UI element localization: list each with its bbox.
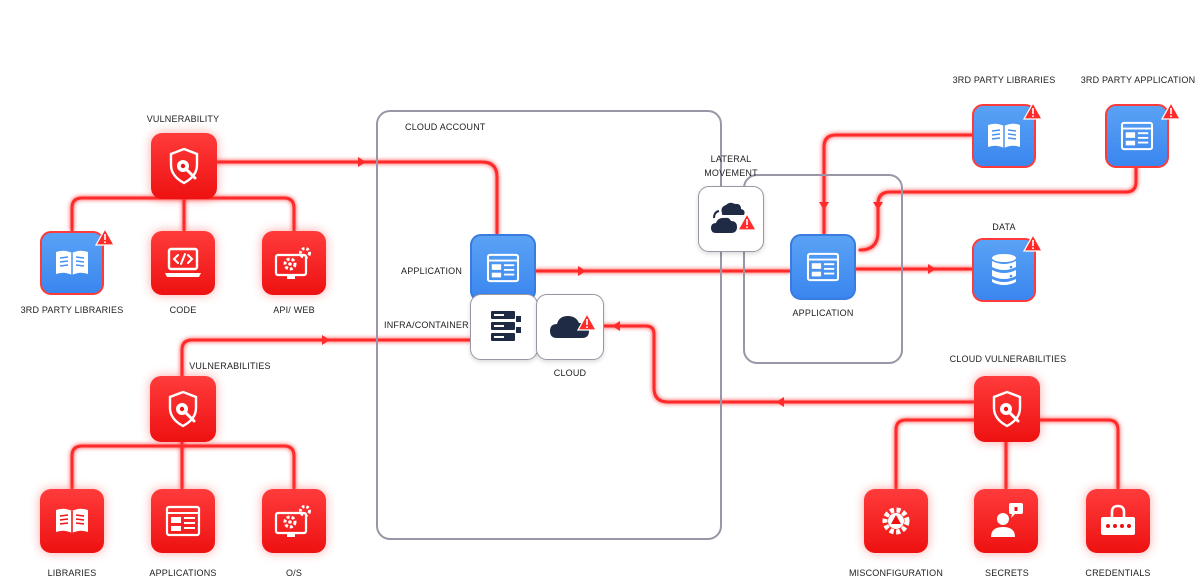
third-party-application-label: 3RD PARTY APPLICATION (1080, 75, 1196, 85)
shield-bug-icon (992, 390, 1022, 428)
edge-3plibs-to-app (822, 133, 974, 236)
edge-3papp-to-app (858, 166, 1138, 252)
cloud-vulnerabilities-label: CLOUD VULNERABILITIES (949, 354, 1067, 364)
application-right-label: APPLICATION (792, 308, 854, 318)
database-icon (992, 254, 1016, 285)
book-icon (988, 123, 1020, 148)
arrowhead (578, 266, 586, 276)
edge-vulns2-to-os (180, 444, 296, 490)
cloud-vulnerabilities-node[interactable] (974, 376, 1040, 442)
edge-vulns2-to-libraries (70, 438, 184, 490)
cloud-account-label: CLOUD ACCOUNT (405, 122, 486, 132)
arrowhead (358, 157, 366, 167)
app-window-icon (165, 505, 201, 537)
libraries-label: LIBRARIES (47, 568, 97, 578)
edge-cvuln-to-misconfig (894, 418, 1008, 490)
third-party-libraries-label-left: 3RD PARTY LIBRARIES (20, 305, 124, 315)
data-node[interactable] (972, 238, 1036, 302)
shield-bug-icon (169, 147, 199, 185)
vulnerabilities-label: VULNERABILITIES (189, 361, 271, 371)
gear-monitor-icon (274, 505, 311, 537)
vulnerability-label: VULNERABILITY (146, 114, 220, 124)
book-icon (56, 250, 88, 275)
third-party-libraries-node-left[interactable] (40, 231, 104, 295)
lateral-label-line1: LATERAL (710, 154, 752, 164)
credentials-node[interactable] (1086, 489, 1150, 553)
edge-vuln-to-application (214, 160, 499, 236)
gear-warning-icon (882, 507, 910, 535)
app-window-icon (1120, 121, 1154, 151)
arrowhead (322, 335, 330, 345)
lateral-boundary (743, 174, 903, 364)
edge-cvuln-to-credentials (1004, 418, 1120, 490)
application-left-label: APPLICATION (401, 266, 463, 276)
warning-icon (1023, 102, 1043, 120)
lock-password-icon (1101, 504, 1135, 535)
warning-icon (577, 313, 597, 331)
credentials-label: CREDENTIALS (1085, 568, 1151, 578)
api-web-node[interactable] (262, 231, 326, 295)
applications-label: APPLICATIONS (149, 568, 217, 578)
os-label: O/S (285, 568, 303, 578)
misconfiguration-node[interactable] (864, 489, 928, 553)
arrowhead (873, 202, 883, 210)
vulnerability-node[interactable] (151, 133, 217, 199)
infra-container-label: INFRA/CONTAINER (384, 320, 469, 330)
book-icon (56, 508, 88, 533)
multi-cloud-icon (711, 202, 745, 233)
third-party-libraries-label-right: 3RD PARTY LIBRARIES (952, 75, 1056, 85)
arrowhead (776, 397, 784, 407)
arrowhead (819, 202, 829, 210)
cloud-label: CLOUD (553, 368, 587, 378)
edge-cloudvuln-to-cloud (602, 324, 976, 404)
gear-monitor-icon (274, 247, 311, 279)
code-label: CODE (169, 305, 197, 315)
secrets-label: SECRETS (985, 568, 1029, 578)
user-secret-icon (991, 503, 1023, 537)
warning-icon (1023, 234, 1043, 252)
lateral-movement-node[interactable] (698, 186, 764, 252)
warning-icon (95, 228, 115, 246)
cloud-icon (550, 316, 589, 338)
edge-vulns2-to-infra (180, 338, 472, 378)
application-right-node[interactable] (790, 234, 856, 300)
code-laptop-icon (165, 247, 201, 277)
libraries-node[interactable] (40, 489, 104, 553)
third-party-application-node[interactable] (1105, 104, 1169, 168)
lateral-label-line2: MOVEMENT (704, 168, 758, 178)
warning-icon (1161, 102, 1181, 120)
secrets-node[interactable] (974, 489, 1038, 553)
os-node[interactable] (262, 489, 326, 553)
misconfiguration-label: MISCONFIGURATION (848, 568, 944, 578)
cloud-account-boundary (376, 110, 722, 540)
shield-bug-icon (168, 390, 198, 428)
arrowhead (928, 264, 936, 274)
vulnerabilities-node[interactable] (150, 376, 216, 442)
code-node[interactable] (151, 231, 215, 295)
warning-icon (737, 213, 757, 231)
api-web-label: API/ WEB (273, 305, 315, 315)
infra-container-node[interactable] (470, 294, 538, 360)
data-label: DATA (992, 222, 1016, 232)
app-window-icon (806, 252, 840, 282)
server-stack-icon (491, 311, 521, 341)
edge-vuln-to-api (182, 196, 296, 232)
applications-node[interactable] (151, 489, 215, 553)
app-window-icon (486, 253, 520, 283)
application-left-node[interactable] (470, 234, 536, 302)
third-party-libraries-node-right[interactable] (972, 104, 1036, 168)
arrowhead (612, 321, 620, 331)
